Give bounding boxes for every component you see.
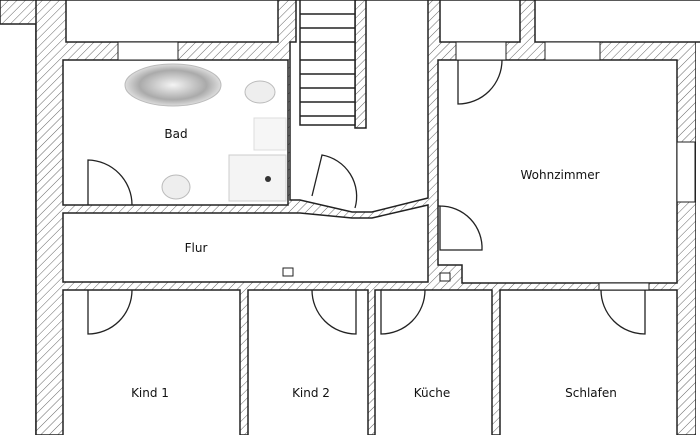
room-top-right <box>534 0 700 43</box>
room-label-wohnzimmer: Wohnzimmer <box>520 168 600 182</box>
cabinet-icon <box>253 117 287 151</box>
doors <box>87 59 646 335</box>
room-kind2 <box>247 289 369 435</box>
door-schlafen <box>600 289 646 335</box>
door-kind1 <box>87 289 133 335</box>
room-label-kind2: Kind 2 <box>292 386 330 400</box>
door-bad <box>87 159 133 206</box>
bath-fixtures <box>124 63 287 202</box>
stair-hall <box>289 0 429 213</box>
room-kind1 <box>62 289 241 435</box>
room-label-flur: Flur <box>184 241 208 255</box>
stairs <box>299 0 356 126</box>
room-label-schlafen: Schlafen <box>565 386 617 400</box>
room-schlafen <box>499 289 678 435</box>
room-flur <box>62 204 429 283</box>
room-top-left <box>65 0 279 43</box>
door-wohnzimmer-side <box>438 205 483 251</box>
door-wohnzimmer-top <box>457 59 503 105</box>
room-label-bad: Bad <box>164 127 188 141</box>
room-kueche <box>374 289 493 435</box>
toilet-icon <box>161 174 191 200</box>
bathtub-icon <box>124 63 222 107</box>
door-kind2 <box>311 289 357 335</box>
sink-icon <box>244 80 276 104</box>
room-top-mid <box>439 0 521 43</box>
shower-icon <box>228 154 287 202</box>
door-stair <box>311 154 358 209</box>
windows <box>117 41 696 291</box>
room-wohnzimmer <box>437 59 678 284</box>
room-label-kueche: Küche <box>413 386 451 400</box>
door-kueche <box>380 289 426 335</box>
room-label-kind1: Kind 1 <box>131 386 169 400</box>
